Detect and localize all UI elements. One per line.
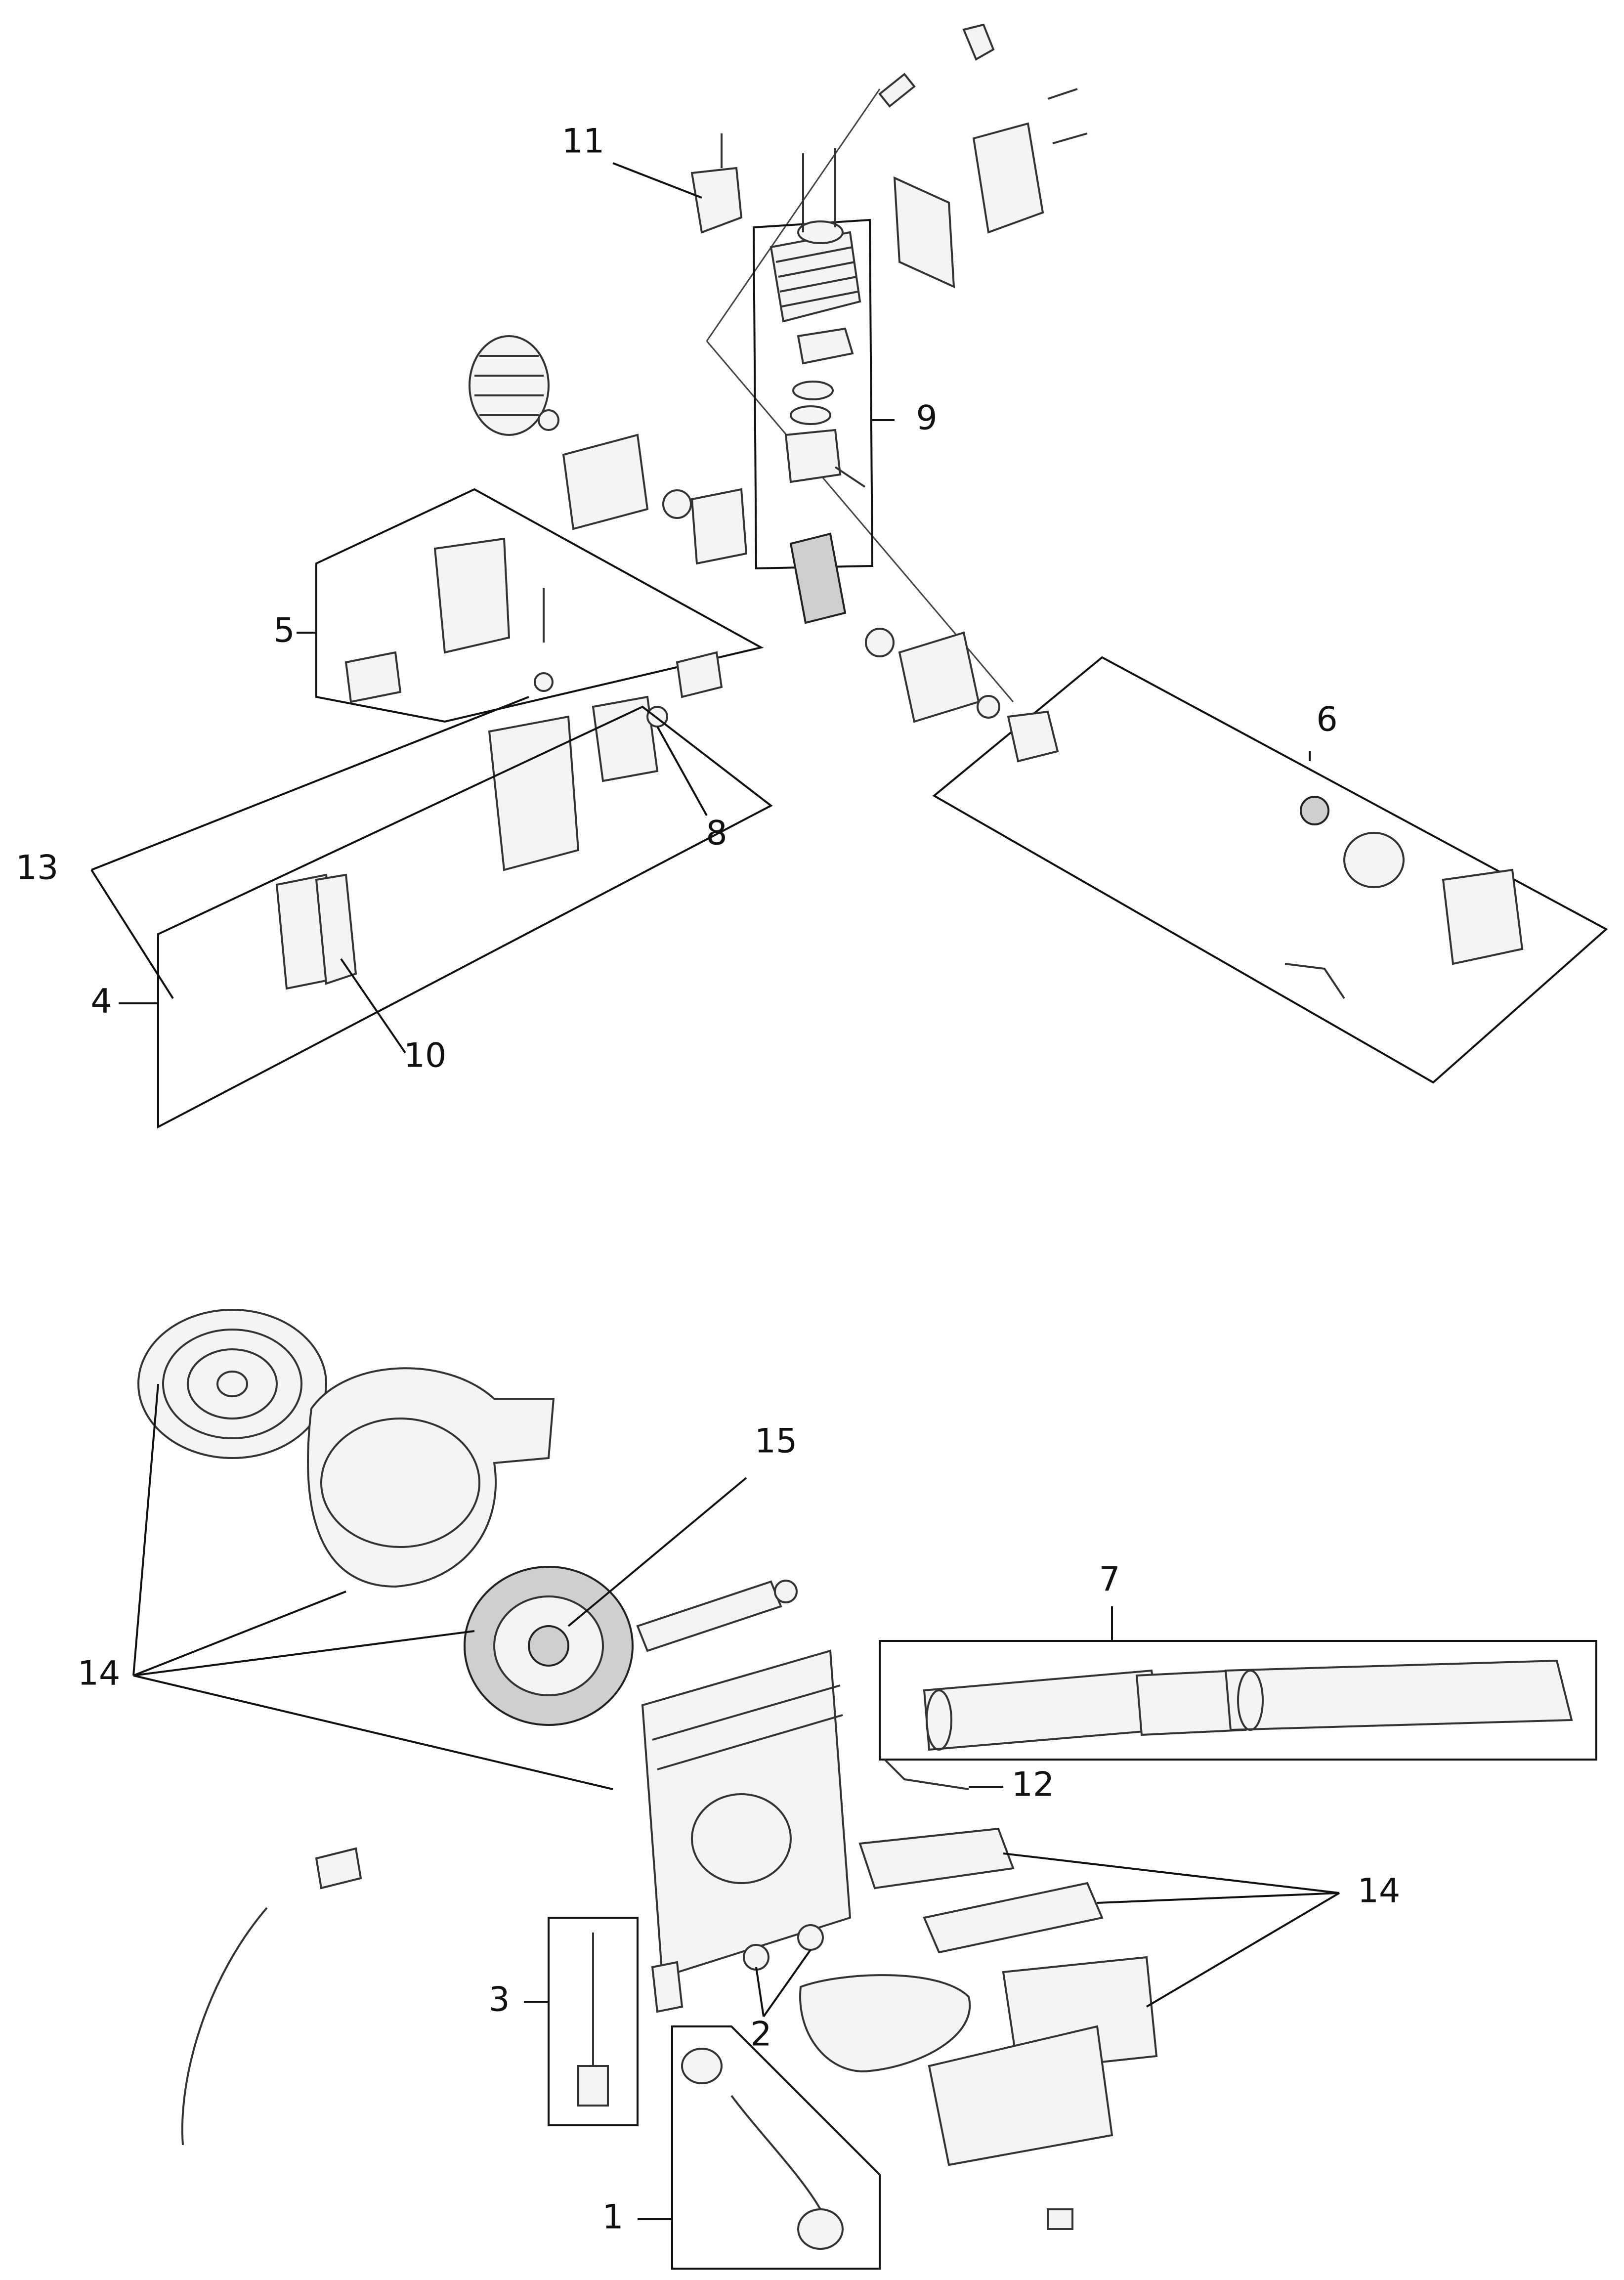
- piston-ring-2: [790, 405, 831, 425]
- group-6-frame: [932, 656, 1608, 1084]
- tank-grommet-1: [743, 1944, 769, 1971]
- label-2: 2: [750, 2015, 771, 2054]
- impeller-fan: [464, 1566, 634, 1726]
- fuel-line: [730, 2095, 821, 2210]
- leader-14-b: [133, 1591, 346, 1677]
- stop-switch-wires: [884, 1759, 969, 1790]
- engine-assembly: [90, 23, 1608, 1129]
- switch-block: [651, 1961, 684, 2013]
- label-14-right: 14: [1358, 1872, 1401, 1911]
- label-7: 7: [1099, 1560, 1120, 1599]
- starter-pulley-cover: [1007, 710, 1059, 763]
- blower-tube: [923, 1659, 1573, 1751]
- rear-clip: [1047, 2208, 1073, 2230]
- carburetor: [592, 695, 659, 782]
- cylinder-axis: [706, 88, 881, 342]
- fuel-filter: [797, 2208, 844, 2250]
- ignition-coil: [690, 167, 743, 234]
- air-filter-element: [315, 873, 357, 985]
- label-12: 12: [1012, 1765, 1055, 1805]
- label-4: 4: [90, 982, 112, 1021]
- crankcase-right: [898, 631, 980, 723]
- cable-clip: [315, 1847, 362, 1890]
- handle-frame-upper: [858, 1827, 1015, 1890]
- label-11: 11: [562, 122, 605, 161]
- label-13: 13: [16, 849, 59, 888]
- group-1-frame: [671, 2025, 881, 2270]
- group-5-frame: [315, 488, 764, 723]
- leader-14-d: [133, 1675, 613, 1790]
- handle-grip: [636, 1580, 782, 1652]
- muffler-bolt-1: [1047, 88, 1078, 100]
- air-filter-box: [488, 715, 580, 871]
- cylinder-part: [769, 220, 861, 323]
- leader-14-c: [133, 1630, 475, 1677]
- leader-10: [340, 958, 406, 1054]
- label-8: 8: [706, 814, 727, 853]
- intake-manifold: [344, 651, 402, 703]
- starter-handle: [1284, 963, 1345, 999]
- flywheel: [469, 335, 550, 436]
- starter-housing: [1442, 868, 1524, 965]
- blower-assembly: [132, 1309, 1597, 2270]
- crankcase-left: [562, 433, 649, 530]
- group-4-frame: [157, 705, 773, 1129]
- flywheel-nut: [538, 409, 559, 431]
- crankshaft: [789, 532, 847, 624]
- fan-cover-grille: [137, 1309, 327, 1459]
- label-1: 1: [602, 2198, 623, 2237]
- air-filter-bracket: [433, 537, 511, 654]
- leader-14-f: [1097, 1892, 1340, 1904]
- throttle-cylinder: [577, 2065, 609, 2107]
- group-7-frame: [879, 1640, 1597, 1761]
- label-3: 3: [488, 1980, 510, 2020]
- leader-14-g: [1146, 1892, 1340, 2008]
- adjust-nut: [534, 672, 554, 692]
- label-10: 10: [404, 1036, 447, 1075]
- crankcase-gasket: [690, 488, 748, 565]
- leader-14-e: [1003, 1852, 1340, 1894]
- leader-15: [567, 1477, 747, 1627]
- leader-14-a: [132, 1383, 159, 1676]
- group-3-frame: [548, 1917, 639, 2126]
- fuel-cap: [681, 2048, 723, 2084]
- piston-ring-1: [792, 381, 834, 400]
- piston: [784, 429, 842, 483]
- back-pad: [928, 2025, 1113, 2166]
- leader-2-a: [755, 1967, 765, 2017]
- muffler-heat-shield: [893, 176, 955, 289]
- bearing-left: [662, 489, 692, 519]
- spark-plug-cap: [962, 23, 995, 61]
- handle-grommet: [774, 1580, 798, 1603]
- callout-labels: 11 9 5 6 8 13 4 10 15 7 14 12 14 3 2 1: [16, 122, 1401, 2237]
- volute-housing: [307, 1367, 555, 1588]
- label-14-left: 14: [78, 1654, 121, 1693]
- handle-frame-lower: [923, 1882, 1104, 1954]
- muffler: [972, 122, 1044, 234]
- starter-spring: [1300, 796, 1329, 825]
- label-9: 9: [916, 399, 937, 438]
- mount-plate: [676, 651, 723, 698]
- leader-13-b: [90, 869, 174, 999]
- leader-13-a: [91, 696, 529, 871]
- piston-pin: [834, 466, 866, 488]
- leader-11: [612, 162, 702, 199]
- bearing-right: [865, 628, 895, 657]
- leader-8: [656, 726, 708, 816]
- fuel-tank: [799, 1974, 971, 2072]
- label-15: 15: [755, 1422, 798, 1461]
- main-housing: [641, 1649, 852, 1979]
- muffler-bolt-2: [1052, 132, 1088, 144]
- starter-pulley: [1343, 832, 1405, 888]
- tank-grommet-2: [797, 1924, 824, 1951]
- oil-seal: [977, 695, 1000, 719]
- leader-2-b: [763, 1949, 812, 2018]
- cylinder-gasket: [797, 327, 854, 365]
- label-6: 6: [1316, 700, 1337, 739]
- label-5: 5: [273, 611, 295, 650]
- spark-plug: [878, 73, 916, 108]
- throttle-cable: [181, 1907, 268, 2146]
